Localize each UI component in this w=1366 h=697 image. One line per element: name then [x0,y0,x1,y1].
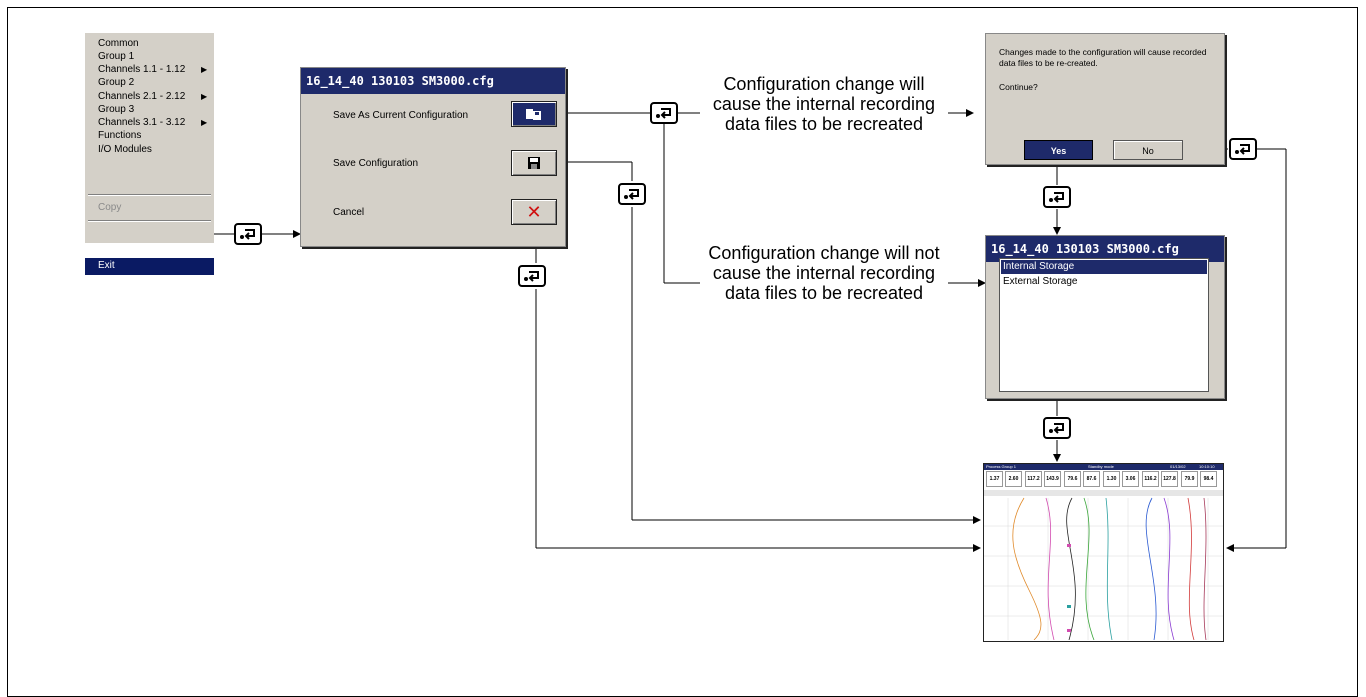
menu-separator [88,220,211,222]
value-cell: 79.6 [1064,471,1081,487]
cancel-label: Cancel [333,207,365,218]
process-screen-date: 01/13/02 [1170,464,1186,469]
confirm-question: Continue? [999,82,1038,92]
menu-item-group-2[interactable]: Group 2 [98,77,135,88]
menu-item-channels-2[interactable]: Channels 2.1 - 2.12 [98,91,186,102]
note-will-recreate: Configuration change will cause the inte… [712,74,936,134]
storage-dialog-title: 16_14_40 130103 SM3000.cfg [986,236,1224,262]
save-configuration-label: Save Configuration [333,158,419,169]
save-dialog: 16_14_40 130103 SM3000.cfg Save As Curre… [300,67,566,247]
enter-key-icon [650,102,678,124]
scale-bar [984,490,1223,496]
value-cell: 127.8 [1161,471,1178,487]
chart-grid [984,498,1223,640]
trend-chart [984,490,1223,640]
storage-option-internal[interactable]: Internal Storage [1001,260,1207,274]
enter-key-icon [1043,186,1071,208]
note-will-not-recreate: Configuration change will not cause the … [708,243,940,303]
menu-item-functions[interactable]: Functions [98,130,142,141]
confirm-dialog: Changes made to the configuration will c… [985,33,1225,165]
save-configuration-button[interactable] [511,150,557,176]
process-screen-title: Process Group 1 [986,464,1017,469]
context-menu: Common Group 1 Channels 1.1 - 1.12 ▶ Gro… [85,33,214,275]
menu-item-io-modules[interactable]: I/O Modules [98,144,152,155]
value-cell: 98.4 [1200,471,1217,487]
event-marker [1067,605,1071,608]
value-cell: 117.2 [1025,471,1042,487]
submenu-arrow-icon: ▶ [201,65,208,74]
save-as-current-label: Save As Current Configuration [333,110,469,121]
menu-item-common[interactable]: Common [98,38,139,49]
storage-dialog: 16_14_40 130103 SM3000.cfg Internal Stor… [985,235,1225,399]
value-cell: 87.6 [1083,471,1100,487]
value-cell: 79.9 [1181,471,1198,487]
cancel-button[interactable]: ✕ [511,199,557,225]
process-screen-header: Process Group 1 Standby mode 01/13/02 10… [984,464,1223,470]
enter-key-icon [234,223,262,245]
save-dialog-title: 16_14_40 130103 SM3000.cfg [301,68,565,94]
event-marker [1067,629,1071,632]
storage-list: Internal Storage External Storage [999,258,1209,392]
value-cell: 116.2 [1142,471,1159,487]
menu-item-group-3[interactable]: Group 3 [98,104,135,115]
no-button[interactable]: No [1113,140,1183,160]
value-cell: 1.30 [1103,471,1120,487]
value-cell: 3.06 [1122,471,1139,487]
save-as-current-icon [512,102,556,126]
storage-option-external[interactable]: External Storage [1003,276,1078,287]
submenu-arrow-icon: ▶ [201,92,208,101]
close-icon: ✕ [526,202,542,222]
value-cell: 1.37 [986,471,1003,487]
menu-separator [88,194,211,196]
confirm-message: Changes made to the configuration will c… [999,47,1207,68]
trend-lines [1012,497,1207,640]
floppy-disk-icon [512,151,556,175]
menu-item-copy: Copy [98,202,122,213]
value-cell: 2.60 [1005,471,1022,487]
menu-item-group-1[interactable]: Group 1 [98,51,135,62]
value-cell: 143.9 [1044,471,1061,487]
menu-item-channels-3[interactable]: Channels 3.1 - 3.12 [98,117,186,128]
enter-key-icon [1043,417,1071,439]
enter-key-icon [518,265,546,287]
process-screen-thumbnail: Process Group 1 Standby mode 01/13/02 10… [983,463,1224,642]
menu-item-exit[interactable]: Exit [85,258,214,275]
menu-item-exit-label: Exit [98,260,115,271]
yes-button[interactable]: Yes [1024,140,1093,160]
process-screen-time: 10:10:10 [1199,464,1215,469]
event-marker [1067,544,1071,547]
enter-key-icon [1229,138,1257,160]
enter-key-icon [618,183,646,205]
process-screen-mode: Standby mode [1088,464,1114,469]
menu-item-channels-1[interactable]: Channels 1.1 - 1.12 [98,64,186,75]
submenu-arrow-icon: ▶ [201,118,208,127]
save-as-current-button[interactable] [511,101,557,127]
